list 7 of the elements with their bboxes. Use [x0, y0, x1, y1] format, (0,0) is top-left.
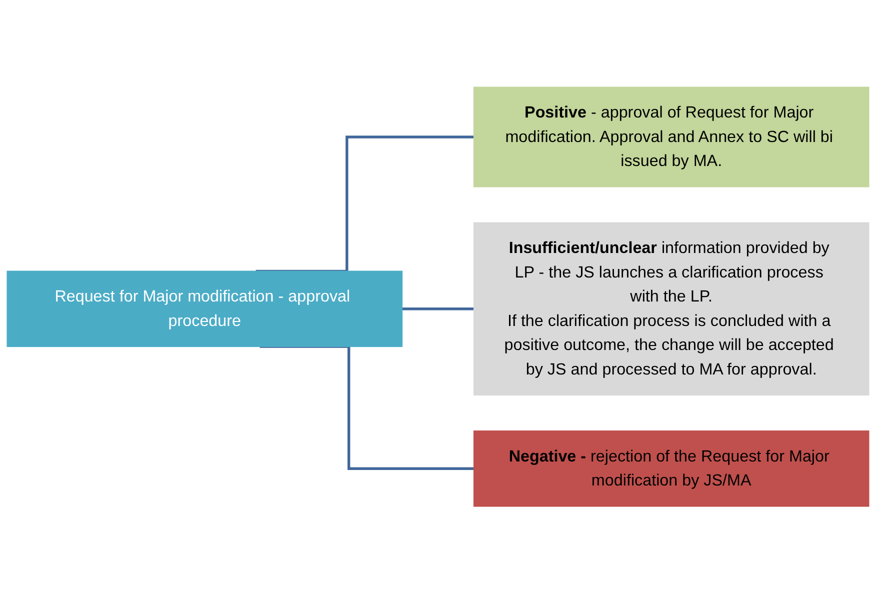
connector [256, 135, 474, 272]
node-box: Negative - rejection of the Request for Major modification by JS/MA [473, 430, 870, 507]
connector [402, 307, 474, 310]
node-box: Positive - approval of Request for Major modification. Approval and Annex to SC will bi issued by MA. [473, 86, 870, 187]
node-box: Request for Major modification - approval procedure [6, 270, 403, 347]
connector [260, 344, 474, 470]
node-box: Insufficient/unclear information provided by LP - the JS launches a clarification process with the LP. If the clarification process is concluded with a positive outcome, the change will be accepted by JS and processed to MA for approval. [473, 222, 870, 396]
